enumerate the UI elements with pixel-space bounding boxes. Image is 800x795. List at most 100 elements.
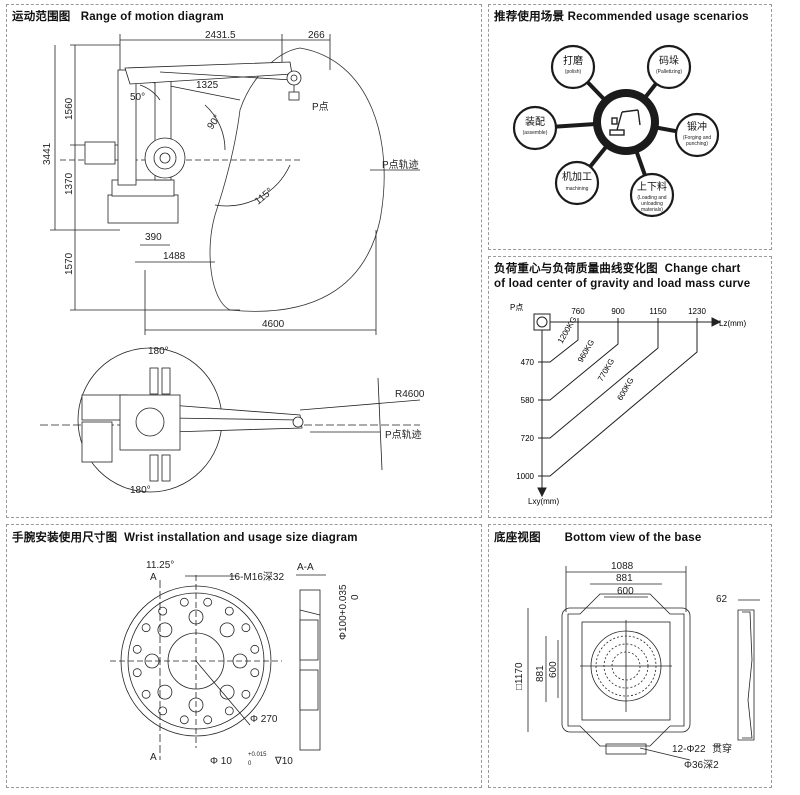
x-tick-label-760: 760	[571, 307, 585, 316]
wrist-d10: Φ 10	[210, 756, 232, 767]
base-d1088: 1088	[611, 561, 634, 572]
counterbore-hole	[188, 609, 204, 625]
origin-label: P点	[510, 303, 523, 312]
scenario-polish	[550, 44, 596, 90]
wrist-diagram: 11.25° A 16-M16深32 A-A Φ100+0.035 0 Φ 27…	[110, 560, 361, 767]
load-title-en2: of load center of gravity and load mass …	[494, 278, 751, 290]
base-side	[737, 609, 755, 741]
motion-title: 运动范围图 Range of motion diagram	[12, 8, 224, 24]
load-title-en1: Change chart	[664, 263, 741, 275]
load-title: 负荷重心与负荷质量曲线变化图 Change chart of load cente…	[494, 262, 750, 292]
bolt-hole	[158, 606, 168, 616]
scenarios-diagram: 打磨 (polish) 码垛 (Palletizing) 装配 (assembl…	[512, 44, 720, 218]
angle-180-bottom: 180°	[130, 485, 151, 496]
wrist-tol: +0.015	[248, 752, 267, 758]
dim-1325: 1325	[196, 80, 219, 91]
polish-cn: 打磨	[563, 54, 583, 67]
base-d600: 600	[617, 586, 634, 597]
bolt-hole	[179, 715, 189, 725]
base-title-cn: 底座视图	[494, 532, 541, 544]
dim-4600: 4600	[262, 319, 285, 330]
wrist-panel	[6, 524, 482, 788]
loading-cn: 上下料	[637, 180, 667, 193]
wrist-sec-a2: A	[150, 752, 157, 763]
bolt-hole	[224, 706, 234, 716]
angle-50: 50°	[130, 92, 145, 103]
counterbore-hole	[144, 653, 160, 669]
series-line-770KG	[542, 322, 659, 439]
scenario-forging	[674, 112, 720, 158]
forging-en1: (Forging and	[683, 135, 712, 141]
robot-joint	[144, 137, 186, 179]
motion-title-en: Range of motion diagram	[80, 11, 224, 23]
y-tick-label-580: 580	[521, 396, 535, 405]
assemble-en: (assemble)	[523, 130, 548, 136]
counterbore-hole	[188, 697, 204, 713]
load-title-cn: 负荷重心与负荷质量曲线变化图	[494, 263, 658, 275]
base-panel	[488, 524, 772, 788]
bolt-hole	[179, 597, 189, 607]
loading-en3: materials)	[641, 207, 663, 213]
palletizing-cn: 码垛	[659, 55, 679, 67]
forging-cn: 锻冲	[687, 120, 707, 133]
scenarios-title-cn: 推荐使用场景	[494, 11, 565, 23]
dim-1560: 1560	[64, 97, 75, 120]
scenarios-title: 推荐使用场景 Recommended usage scenarios	[494, 8, 749, 24]
dim-1370: 1370	[64, 172, 75, 195]
dim-2431: 2431.5	[205, 30, 236, 41]
hub-robot-icon	[609, 109, 641, 136]
scenario-assemble	[512, 105, 558, 151]
bolt-hole	[158, 706, 168, 716]
wrist-title: 手腕安装使用尺寸图 Wrist installation and usage s…	[12, 529, 358, 545]
y-axis-label: Lxy(mm)	[528, 497, 559, 506]
wrist-depth: ∇10	[274, 756, 293, 767]
y-tick-label-1000: 1000	[516, 472, 534, 481]
base-title-en: Bottom view of the base	[564, 532, 702, 544]
series-line-1200KG	[542, 322, 579, 363]
counterbore-hole	[219, 622, 235, 638]
dim-1570: 1570	[64, 252, 75, 275]
base-title: 底座视图 Bottom view of the base	[494, 529, 701, 545]
wrist-title-en: Wrist installation and usage size diagra…	[124, 532, 358, 544]
scenario-loading	[629, 172, 675, 218]
scenarios-title-en: Recommended usage scenarios	[567, 11, 749, 23]
base-d62: 62	[716, 594, 728, 605]
motion-panel	[6, 4, 482, 518]
y-tick-label-470: 470	[521, 358, 535, 367]
p-track-label-top: P点轨迹	[385, 428, 422, 441]
scenarios-panel	[488, 4, 772, 250]
base-v881: 881	[535, 665, 546, 682]
x-tick-label-1150: 1150	[649, 307, 667, 316]
motion-title-cn: 运动范围图	[12, 11, 71, 23]
motion-diagram: 2431.5 266 1325 1560 3441 1370 1570 390 …	[40, 30, 425, 496]
dim-1488: 1488	[163, 251, 186, 262]
base-holes: 12-Φ22	[672, 744, 706, 755]
series-line-600KG	[542, 322, 698, 477]
base-cb: Φ36深2	[684, 759, 719, 771]
wrist-sec-a: A	[150, 572, 157, 583]
angle-180-top: 180°	[148, 346, 169, 357]
bolt-hole	[224, 606, 234, 616]
bolt-hole	[250, 668, 260, 678]
wrist-tol0: 0	[248, 761, 252, 767]
counterbore-hole	[157, 622, 173, 638]
machining-cn: 机加工	[562, 170, 592, 183]
counterbore-hole	[219, 684, 235, 700]
dim-266: 266	[308, 30, 325, 41]
dim-3441: 3441	[42, 142, 53, 165]
radius-4600: R4600	[395, 389, 425, 400]
base-d881: 881	[616, 573, 633, 584]
bolt-hole	[241, 689, 251, 699]
base-v1170: □1170	[514, 662, 525, 690]
bolt-hole	[241, 623, 251, 633]
bolt-hole	[250, 644, 260, 654]
counterbore-hole	[157, 684, 173, 700]
reach-envelope	[209, 47, 385, 312]
robot-base	[107, 194, 179, 224]
counterbore-hole	[232, 653, 248, 669]
wrist-holes-label: 16-M16深32	[229, 571, 284, 583]
bolt-hole	[132, 668, 142, 678]
wrist-title-cn: 手腕安装使用尺寸图	[12, 532, 118, 544]
series-line-960KG	[542, 322, 619, 401]
